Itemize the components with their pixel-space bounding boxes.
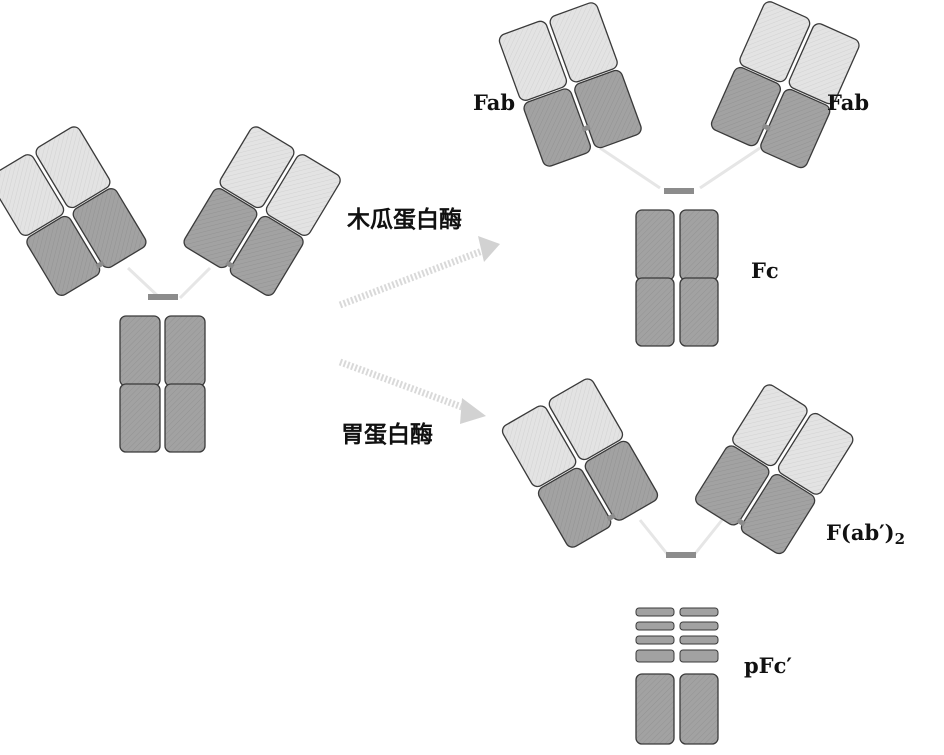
- fc-fragment: [635, 209, 719, 347]
- fab2-arm-right: [695, 384, 854, 555]
- disulfide-bond: [666, 552, 696, 558]
- left-fab-arm: [0, 126, 147, 296]
- pfc-label: pFc′: [744, 653, 792, 678]
- pepsin-arrow: [338, 358, 486, 424]
- fab2-label-main: F(ab′): [826, 520, 895, 545]
- right-fab-arm: [183, 126, 341, 296]
- pepsin-label: 胃蛋白酶: [341, 422, 433, 448]
- papain-label: 木瓜蛋白酶: [347, 207, 462, 233]
- fab2-label-subscript: 2: [894, 530, 906, 548]
- papain-arrow: [338, 236, 500, 309]
- fab-fragment-left: [498, 2, 642, 167]
- fc-stem: [119, 315, 206, 453]
- whole-antibody: [0, 126, 341, 453]
- fab2-label: F(ab′)2: [826, 522, 905, 547]
- fab2-arm-left: [501, 378, 659, 548]
- fab-fragment-right: [710, 1, 860, 169]
- pepsin-products: [501, 378, 854, 745]
- fab-label-left: Fab: [473, 90, 516, 115]
- disulfide-bond: [664, 188, 694, 194]
- disulfide-bond: [148, 294, 178, 300]
- fab-label-right: Fab: [827, 90, 870, 115]
- pfc-fragment: [635, 607, 719, 745]
- fc-label: Fc: [751, 258, 779, 283]
- papain-products: [498, 1, 860, 347]
